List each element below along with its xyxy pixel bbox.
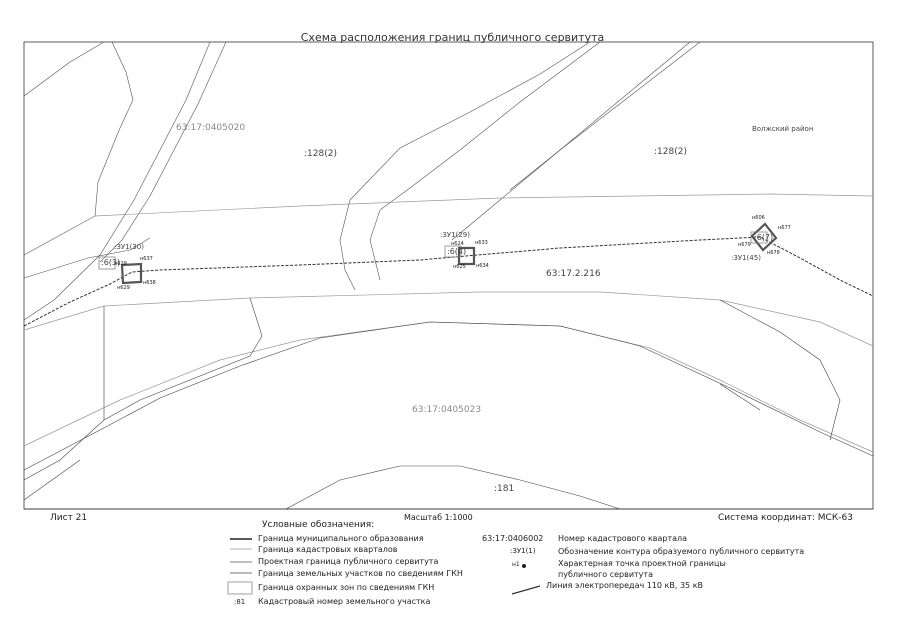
zone-label-left: :6(3) (101, 258, 121, 267)
point-label: н679 (738, 242, 751, 248)
legend-point-1: Характерная точка проектной границы (558, 559, 726, 568)
point-label: н678 (767, 250, 780, 256)
legend-item-parcel-number: Кадастровый номер земельного участка (258, 597, 431, 606)
legend-quarter-number-sample: 63:17:0406002 (482, 534, 544, 543)
quarter-label-023: 63:17:0405023 (412, 405, 482, 415)
parcel-boundaries (23, 41, 701, 321)
legend-point-sample: н1 (512, 561, 520, 568)
line-parcel-label: 63:17.2.216 (546, 269, 601, 279)
point-label: н606 (752, 215, 765, 221)
point-label: н638 (143, 280, 156, 286)
legend-item-guard-zones: Граница охранных зон по сведениям ГКН (258, 583, 435, 592)
point-label: н629 (114, 261, 127, 267)
point-label: н634 (476, 263, 489, 269)
zone-label-mid: :6(4) (447, 247, 467, 256)
quarter-label-020: 63:17:0405020 (176, 123, 246, 133)
point-label: н629 (117, 285, 130, 291)
legend-heading: Условные обозначения: (262, 520, 375, 530)
legend-item-servitude: Проектная граница публичного сервитута (258, 557, 439, 566)
crs-label: Система координат: МСК-63 (718, 513, 853, 523)
point-label: н625 (453, 264, 466, 270)
legend-symbols (227, 538, 541, 595)
contour-label-29: :ЗУ1(29) (440, 231, 470, 239)
legend-contour: Обозначение контура образуемого публично… (558, 547, 805, 556)
parcel-label-128-right: :128(2) (654, 147, 687, 157)
legend-point-2: публичного сервитута (558, 570, 653, 579)
page-title: Схема расположения границ публичного сер… (300, 31, 605, 44)
scale-label: Масштаб 1:1000 (404, 513, 473, 522)
legend-quarter-number: Номер кадастрового квартала (558, 534, 688, 543)
legend-powerline: Линия электропередач 110 кВ, 35 кВ (546, 581, 704, 590)
point-label: н633 (475, 240, 488, 246)
legend-item-municipal: Граница муниципального образования (258, 534, 424, 543)
point-label: н624 (451, 241, 464, 247)
legend-parcel-number-sample: :81 (234, 598, 246, 606)
contour-label-45: :ЗУ1(45) (731, 254, 761, 262)
powerline (23, 236, 874, 327)
parcel-label-181: :181 (494, 484, 515, 494)
point-label: н677 (778, 225, 791, 231)
sheet-label: Лист 21 (50, 513, 88, 523)
guard-zones (98, 231, 768, 270)
parcel-label-128-left: :128(2) (304, 149, 337, 159)
map-frame (23, 41, 874, 510)
zone-label-right: :6(7) (754, 233, 774, 242)
district-label: Волжский район (752, 125, 814, 133)
legend-item-parcels: Граница земельных участков по сведениям … (258, 569, 463, 578)
contour-label-30: :ЗУ1(30) (114, 243, 144, 251)
legend-contour-sample: :ЗУ1(1) (510, 547, 536, 555)
point-label: н637 (140, 256, 153, 262)
servitude-contours (120, 222, 778, 285)
legend-item-quarter: Граница кадастровых кварталов (258, 545, 398, 554)
